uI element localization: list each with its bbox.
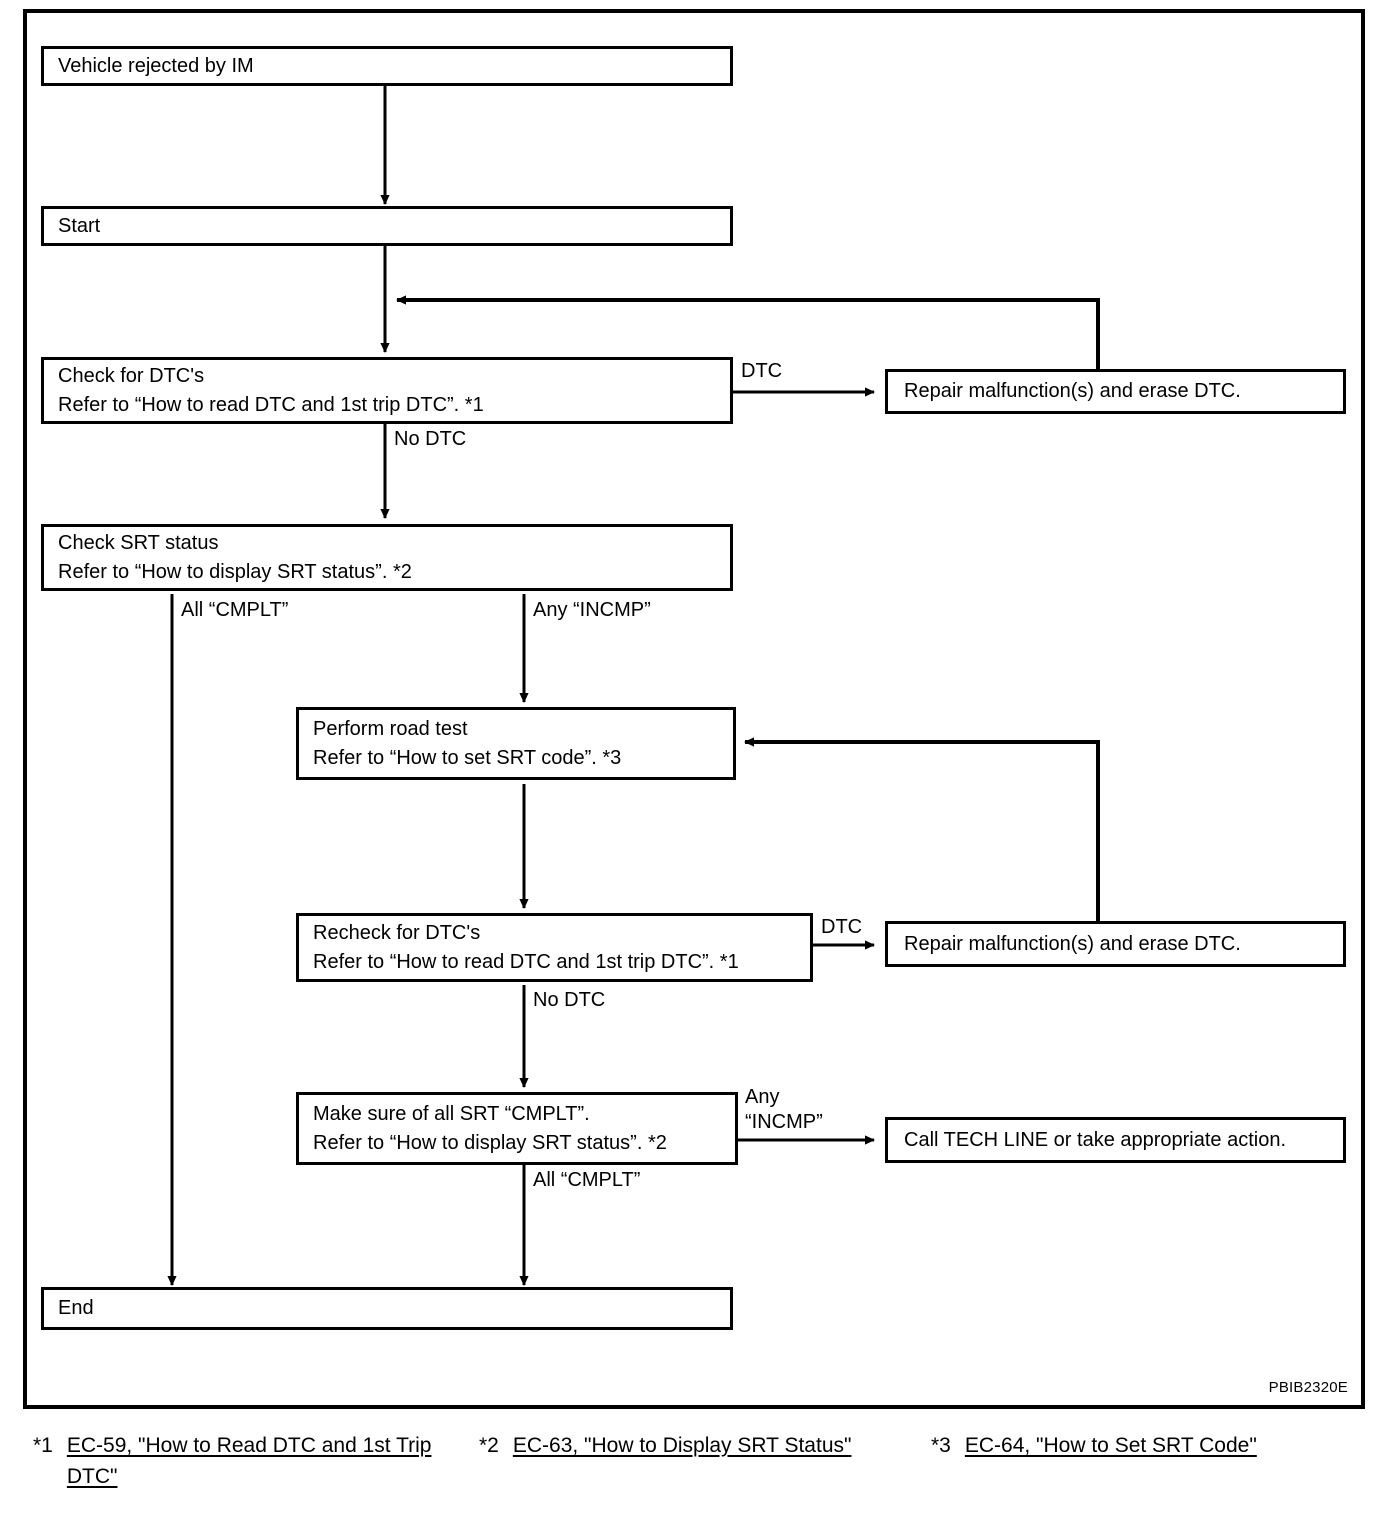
edge-label-all-cmplt-1: All “CMPLT” <box>181 599 289 621</box>
node-make-sure-srt: Make sure of all SRT “CMPLT”. Refer to “… <box>296 1092 738 1165</box>
footnote-3-mark: *3 <box>931 1434 951 1457</box>
node-recheck-dtc-line1: Recheck for DTC's <box>313 921 481 944</box>
node-check-srt-status-line1: Check SRT status <box>58 531 219 554</box>
footnote-3-link[interactable]: EC-64, "How to Set SRT Code" <box>964 1434 1257 1457</box>
plate-code-label: PBIB2320E <box>1268 1379 1348 1396</box>
footnote-1-mark: *1 <box>33 1434 53 1457</box>
edge-label-all-cmplt-2: All “CMPLT” <box>533 1169 641 1191</box>
edge-label-any-incmp-2: Any “INCMP” <box>745 1085 823 1135</box>
footnote-1: *1 EC-59, "How to Read DTC and 1st Trip … <box>33 1430 467 1492</box>
edge-label-no-dtc-1: No DTC <box>394 428 467 450</box>
edge-label-any-incmp-2-line2: “INCMP” <box>745 1111 823 1133</box>
node-call-tech-line-line1: Call TECH LINE or take appropriate actio… <box>904 1128 1287 1151</box>
node-recheck-dtc: Recheck for DTC's Refer to “How to read … <box>296 913 813 982</box>
node-make-sure-srt-line1: Make sure of all SRT “CMPLT”. <box>313 1102 590 1125</box>
footnote-3: *3 EC-64, "How to Set SRT Code" <box>931 1430 1257 1461</box>
node-check-srt-status-line2: Refer to “How to display SRT status”. *2 <box>58 560 412 583</box>
edge-label-no-dtc-2: No DTC <box>533 989 606 1011</box>
node-check-dtc-line2: Refer to “How to read DTC and 1st trip D… <box>58 393 484 416</box>
node-repair-malfunction-1-line1: Repair malfunction(s) and erase DTC. <box>904 380 1241 402</box>
node-check-dtc: Check for DTC's Refer to “How to read DT… <box>41 357 733 424</box>
footnote-1-link[interactable]: EC-59, "How to Read DTC and 1st Trip DTC… <box>66 1434 432 1488</box>
node-perform-road-test-line1: Perform road test <box>313 717 468 740</box>
node-start-line1: Start <box>58 214 101 237</box>
footnote-2-mark: *2 <box>479 1434 499 1457</box>
edge-label-dtc-2: DTC <box>821 916 863 938</box>
edge-label-dtc-1: DTC <box>741 360 783 382</box>
node-check-dtc-line1: Check for DTC's <box>58 364 205 387</box>
node-end-line1: End <box>58 1297 94 1319</box>
node-vehicle-rejected-line1: Vehicle rejected by IM <box>58 54 254 77</box>
node-make-sure-srt-line2: Refer to “How to display SRT status”. *2 <box>313 1131 667 1154</box>
node-start: Start <box>41 206 733 246</box>
footnote-2: *2 EC-63, "How to Display SRT Status" <box>479 1430 851 1461</box>
node-recheck-dtc-line2: Refer to “How to read DTC and 1st trip D… <box>313 950 739 973</box>
node-repair-malfunction-2: Repair malfunction(s) and erase DTC. <box>885 921 1346 967</box>
edge-label-any-incmp-2-line1: Any <box>745 1086 780 1108</box>
node-perform-road-test-line2: Refer to “How to set SRT code”. *3 <box>313 746 622 769</box>
node-end: End <box>41 1287 733 1330</box>
node-repair-malfunction-2-line1: Repair malfunction(s) and erase DTC. <box>904 932 1241 955</box>
node-repair-malfunction-1: Repair malfunction(s) and erase DTC. <box>885 369 1346 414</box>
node-perform-road-test: Perform road test Refer to “How to set S… <box>296 707 736 780</box>
footnote-2-link[interactable]: EC-63, "How to Display SRT Status" <box>512 1434 852 1457</box>
node-check-srt-status: Check SRT status Refer to “How to displa… <box>41 524 733 591</box>
node-call-tech-line: Call TECH LINE or take appropriate actio… <box>885 1117 1346 1163</box>
edge-label-any-incmp-1: Any “INCMP” <box>533 599 651 621</box>
node-vehicle-rejected: Vehicle rejected by IM <box>41 46 733 86</box>
